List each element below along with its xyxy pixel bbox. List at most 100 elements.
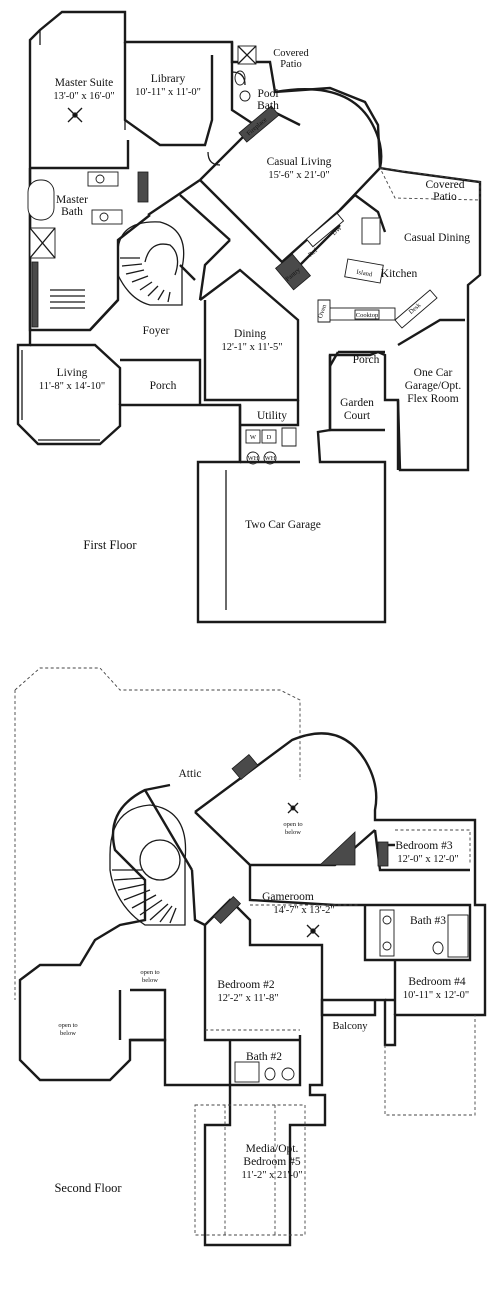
media-label-2: Bedroom #5: [243, 1156, 300, 1168]
master-suite-wall-bottom: [30, 140, 130, 170]
island-label: Island: [356, 269, 374, 279]
kitchen-counter-dw: [305, 212, 345, 248]
porch-front: [120, 358, 202, 405]
balcony-walls: [320, 1000, 377, 1017]
utility-sink: [281, 427, 297, 447]
spiral-stair-2-steps: [112, 869, 177, 924]
gameroom-label: Gameroom: [262, 891, 314, 903]
spiral-stair-steps: [120, 257, 171, 303]
door-swing-1: [231, 71, 246, 86]
bedroom-4-walls: [385, 960, 397, 1015]
fan-icon-master: [67, 107, 83, 123]
attic-vent: [231, 754, 259, 780]
gameroom-dims: 14'-7" x 13'-2": [273, 905, 334, 916]
open-below-foyer-label-2: below: [142, 977, 158, 984]
oven-label: Oven: [317, 303, 329, 319]
garden-court-label-1: Garden: [340, 397, 374, 409]
casual-living-bay: [274, 88, 383, 169]
first-floor-plan: [16, 10, 482, 624]
pool-bath-toilet: [234, 70, 246, 86]
one-car-garage: [396, 318, 465, 470]
bath-3-walls: [363, 903, 472, 962]
bath-3-sink-1: [382, 915, 392, 925]
media-label-1: Media/Opt.: [246, 1143, 299, 1155]
open-below-foyer-label-1: open to: [140, 969, 159, 976]
wh1-label: WH: [248, 455, 259, 462]
kitchen-island: [344, 258, 384, 284]
covered-patio-right: [379, 167, 481, 201]
pool-bath-sink: [239, 90, 251, 102]
first-floor-outer-wall: [16, 10, 482, 624]
bath-2-tub: [234, 1061, 260, 1083]
bath-2-sink: [281, 1067, 295, 1081]
bath-2-label: Bath #2: [246, 1051, 282, 1063]
master-suite-label: Master Suite: [55, 77, 113, 89]
utility-label: Utility: [257, 410, 287, 422]
living-walls: [30, 343, 122, 405]
fireplace-block: [238, 105, 280, 143]
master-sink-1: [95, 174, 105, 184]
garden-court-walls: [328, 355, 385, 432]
utility-walls: [238, 400, 300, 462]
casual-living-label: Casual Living: [267, 156, 332, 168]
living-window-bay: [21, 350, 100, 441]
attic-fill-triangle: [318, 831, 356, 866]
door-swing-2: [207, 151, 221, 166]
shower-x2: [29, 227, 56, 259]
spiral-stair-2-core: [139, 839, 181, 881]
dining-label: Dining: [234, 328, 266, 340]
bath-3-sink-2: [382, 941, 392, 951]
bath-3-label: Bath #3: [410, 915, 446, 927]
bath-2-toilet: [264, 1067, 276, 1081]
covered-patio-right-label-1: Covered: [426, 179, 465, 191]
pool-bath-label-2: Bath: [257, 100, 279, 112]
foyer-label: Foyer: [143, 325, 170, 337]
wh2-label: WH: [265, 455, 276, 462]
covered-patio-right-label-2: Patio: [433, 191, 457, 203]
foyer-walls: [89, 179, 231, 331]
pool-bath-label-1: Pool: [257, 88, 278, 100]
open-below-left-label-1: open to: [58, 1022, 77, 1029]
covered-patio-top-label-2: Patio: [280, 59, 302, 70]
bath-3-toilet: [432, 941, 444, 955]
garage-one-label-3: Flex Room: [407, 393, 458, 405]
bedroom-3-dims: 12'-0" x 12'-0": [397, 854, 458, 865]
dining-dims: 12'-1" x 11'-5": [222, 342, 283, 353]
open-below-casual-label-1: open to: [283, 821, 302, 828]
master-closet: [31, 261, 39, 328]
spiral-stair-inner: [144, 243, 179, 276]
fan-icon-gameroom: [306, 924, 320, 938]
bedroom-3-inner: [395, 829, 471, 865]
open-below-casual-label-2: below: [285, 829, 301, 836]
covered-patio-top-label-1: Covered: [273, 48, 309, 59]
bedroom-4-dashed: [384, 1015, 476, 1116]
open-below-left-walls: [118, 988, 167, 1042]
oven-counter: [317, 299, 331, 323]
garden-court-label-2: Court: [344, 410, 371, 422]
kitchen-label: Kitchen: [381, 268, 418, 280]
bedroom-2-closet: [212, 895, 242, 925]
spiral-stair-2: [109, 804, 187, 926]
library-dims: 10'-11" x 11'-0": [135, 87, 201, 98]
bedroom-4-label: Bedroom #4: [408, 976, 465, 988]
library-walls: [123, 42, 214, 147]
porch-front-label: Porch: [150, 380, 177, 392]
washer: [245, 429, 261, 444]
master-bath-label-1: Master: [56, 194, 88, 206]
dining-walls: [199, 268, 300, 402]
master-closet-hatch: [50, 289, 85, 309]
bedroom-2-dims: 12'-2" x 11'-8": [218, 993, 279, 1004]
porch-side-walls: [328, 350, 385, 367]
pantry-block: [275, 253, 311, 291]
master-wall-thick: [137, 171, 149, 203]
living-dims: 11'-8" x 14'-10": [39, 381, 105, 392]
bedroom-3-closet: [377, 841, 389, 867]
porch-side-label: Porch: [353, 354, 380, 366]
living-label: Living: [57, 367, 88, 379]
stair-rail: [143, 789, 206, 927]
master-sink-2: [99, 212, 109, 222]
dryer-label: D: [267, 434, 272, 441]
washer-label: W: [250, 434, 257, 441]
master-tub: [27, 179, 55, 221]
